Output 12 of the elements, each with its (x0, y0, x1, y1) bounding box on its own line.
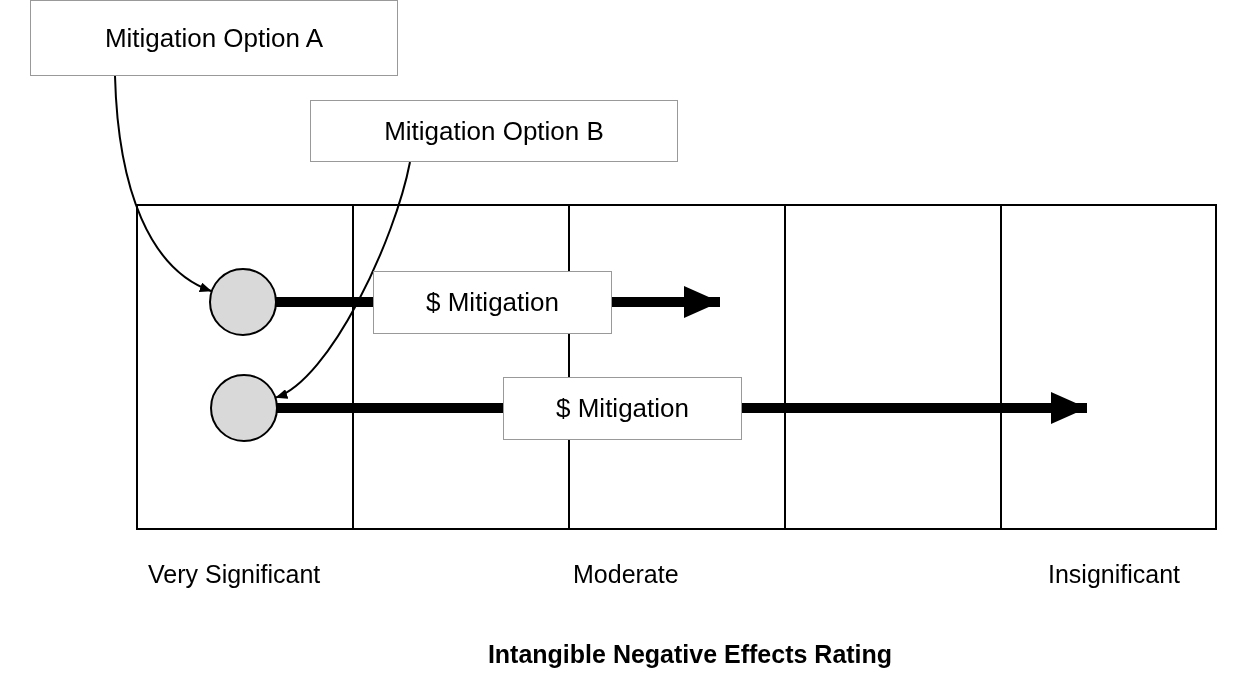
scale-label: Moderate (573, 560, 679, 589)
curved-arrow (274, 161, 411, 399)
edge-label: $ Mitigation (503, 377, 742, 440)
scale-label: Very Significant (148, 560, 321, 589)
option-circle (208, 267, 278, 337)
curved-arrow (114, 75, 213, 293)
callout-box: Mitigation Option A (30, 0, 398, 76)
callout-box: Mitigation Option B (310, 100, 678, 162)
axis-title: Intangible Negative Effects Rating (487, 640, 893, 669)
scale-label: Insignificant (1048, 560, 1181, 589)
edge-label: $ Mitigation (373, 271, 612, 334)
option-circle (209, 373, 279, 443)
